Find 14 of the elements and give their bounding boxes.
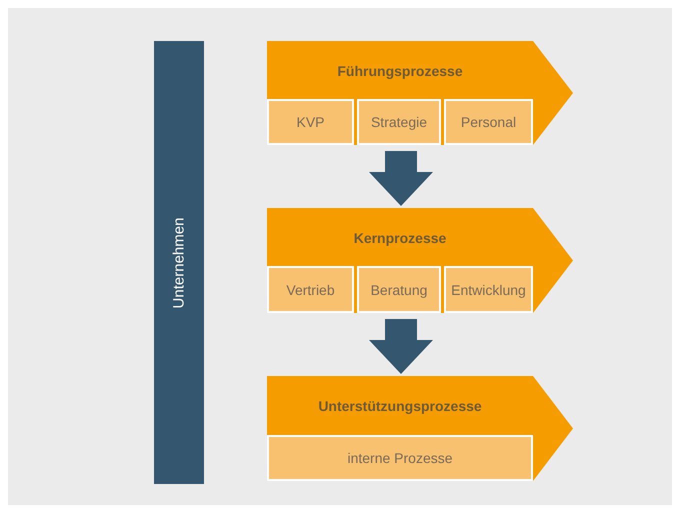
process-step: KVP: [267, 99, 354, 145]
organization-bar: [154, 41, 204, 484]
process-step: Strategie: [357, 99, 441, 145]
block-arrow: [369, 151, 433, 206]
bar-label: Unternehmen: [170, 217, 188, 308]
process-title: Kernprozesse: [352, 230, 448, 246]
process-step: Entwicklung: [444, 266, 533, 313]
process-step: interne Prozesse: [267, 435, 533, 481]
process-step: Vertrieb: [267, 266, 354, 313]
process-title: Führungsprozesse: [336, 63, 464, 79]
block-arrow: [369, 319, 433, 374]
process-step: Personal: [444, 99, 533, 145]
process-step: Beratung: [357, 266, 441, 313]
process-title: Unterstützungsprozesse: [317, 398, 483, 414]
